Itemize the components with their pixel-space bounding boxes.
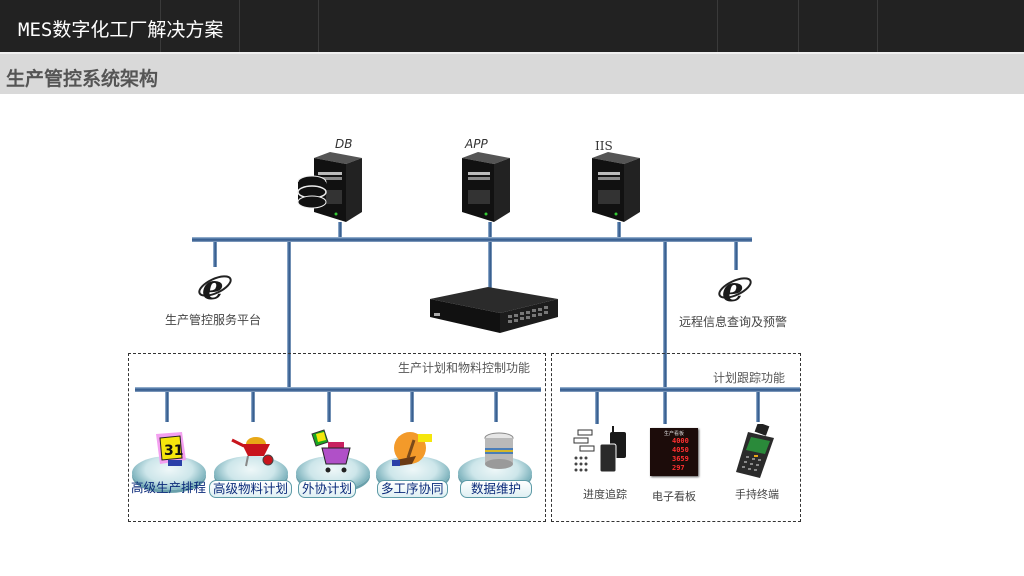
module-label-material-planning: 高级物料计划 bbox=[209, 480, 293, 498]
device-label-handheld: 手持终端 bbox=[735, 488, 779, 501]
section-title: 生产管控系统架构 bbox=[6, 68, 159, 90]
server-label-iis: IIS bbox=[595, 139, 613, 153]
right-client-connector bbox=[734, 242, 738, 270]
handheld-terminal-icon bbox=[736, 424, 774, 478]
device-connector bbox=[756, 392, 760, 422]
shopping-cart-icon bbox=[311, 429, 351, 473]
left-client-label: 生产管控服务平台 bbox=[165, 313, 262, 327]
title-bar-divider bbox=[160, 0, 161, 52]
module-connector bbox=[251, 392, 255, 422]
led-board-icon: 生产看板 4000 4050 3659 297 bbox=[650, 428, 698, 476]
led-board-value: 4050 bbox=[672, 446, 689, 454]
progress-tracking-icon bbox=[573, 426, 626, 473]
led-board-value: 3659 bbox=[672, 455, 689, 463]
server-label-db: DB bbox=[335, 137, 353, 151]
server-label-app: APP bbox=[465, 137, 488, 151]
title-bar-divider bbox=[798, 0, 799, 52]
module-connector bbox=[410, 392, 414, 422]
app-title: MES数字化工厂解决方案 bbox=[18, 19, 224, 41]
led-board-title: 生产看板 bbox=[663, 431, 684, 437]
svg-text:31: 31 bbox=[164, 443, 183, 459]
main-network-bus bbox=[192, 237, 752, 242]
handshake-icon bbox=[392, 432, 432, 466]
tracking-group-title: 计划跟踪功能 bbox=[713, 371, 786, 385]
module-connector bbox=[494, 392, 498, 422]
tracking-trunk-connector bbox=[663, 242, 667, 388]
module-label-scheduling: 高级生产排程 bbox=[131, 480, 207, 495]
planning-bus bbox=[135, 387, 541, 392]
tracking-group-box bbox=[551, 353, 801, 522]
title-bar-divider bbox=[717, 0, 718, 52]
title-bar-divider bbox=[239, 0, 240, 52]
module-label-process-collab: 多工序协同 bbox=[377, 480, 448, 498]
database-icon bbox=[484, 432, 514, 469]
section-bar bbox=[0, 54, 1024, 94]
right-client-label: 远程信息查询及预警 bbox=[679, 315, 788, 329]
module-label-data-maintenance: 数据维护 bbox=[460, 480, 533, 498]
ie-browser-icon: e bbox=[198, 268, 232, 304]
device-label-progress-tracking: 进度追踪 bbox=[583, 488, 627, 501]
device-connector bbox=[595, 392, 599, 424]
left-client-connector bbox=[213, 242, 217, 267]
wheelbarrow-icon bbox=[231, 437, 274, 467]
led-board-value: 4000 bbox=[672, 437, 689, 445]
planning-group-box bbox=[128, 353, 546, 522]
switch-connector bbox=[488, 242, 492, 297]
title-bar: MES数字化工厂解决方案 bbox=[0, 0, 1024, 52]
network-switch-icon bbox=[430, 287, 558, 333]
database-server-icon bbox=[297, 152, 362, 222]
calendar-icon: 31 bbox=[156, 432, 186, 466]
app-connector bbox=[488, 222, 492, 239]
server-tower-icon bbox=[462, 152, 510, 222]
device-connector bbox=[663, 392, 667, 424]
svg-text:e: e bbox=[202, 268, 224, 304]
title-bar-divider bbox=[877, 0, 878, 52]
tracking-bus bbox=[560, 387, 800, 392]
ie-browser-icon: e bbox=[718, 270, 752, 306]
planning-group-title: 生产计划和物料控制功能 bbox=[398, 361, 531, 375]
db-connector bbox=[338, 222, 342, 239]
svg-text:e: e bbox=[722, 270, 744, 306]
server-tower-icon bbox=[592, 152, 640, 222]
planning-trunk-connector bbox=[287, 242, 291, 388]
header-divider bbox=[0, 52, 1024, 54]
device-label-led-board: 电子看板 bbox=[652, 490, 696, 503]
title-bar-divider bbox=[318, 0, 319, 52]
led-board-value: 297 bbox=[672, 464, 685, 472]
module-connector bbox=[165, 392, 169, 422]
iis-connector bbox=[617, 222, 621, 239]
module-label-outsourcing: 外协计划 bbox=[298, 480, 357, 498]
module-connector bbox=[327, 392, 331, 422]
